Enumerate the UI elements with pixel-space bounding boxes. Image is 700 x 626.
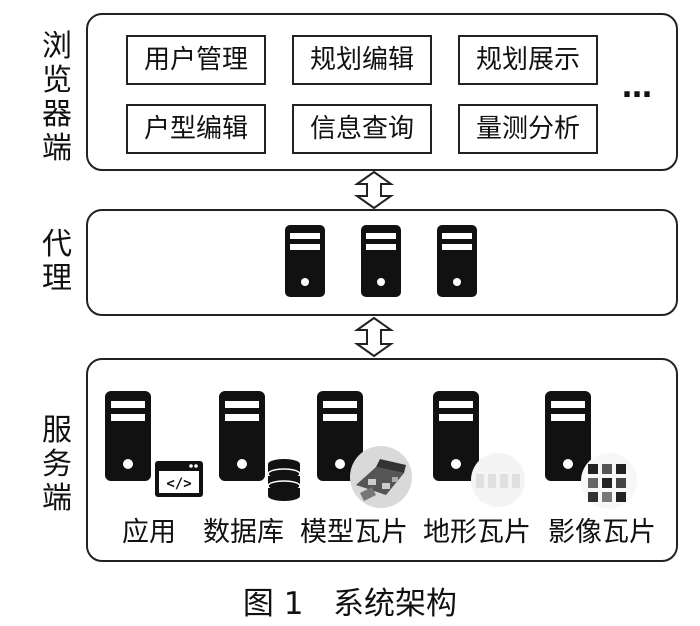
3d-model-thumbnail-icon (350, 446, 412, 508)
server-icon (219, 391, 265, 481)
server-icon (433, 391, 479, 481)
browser-tier-label: 浏 览 器 端 (42, 29, 72, 166)
server-icon (317, 391, 363, 481)
figure-caption: 图 1 系统架构 (242, 586, 458, 622)
service-label-imagery-tiles: 影像瓦片 (548, 517, 656, 548)
imagery-tile-thumbnail-icon (581, 453, 637, 509)
more-functions-ellipsis: … (622, 70, 654, 105)
server-icon (545, 391, 591, 481)
function-user-management: 用户管理 (126, 35, 266, 85)
server-icon (437, 225, 477, 297)
bidirectional-arrow-icon (353, 170, 395, 210)
bidirectional-arrow-icon (353, 316, 395, 358)
svg-text:</>: </> (166, 476, 191, 492)
function-unit-edit: 户型编辑 (126, 104, 266, 154)
function-plan-display: 规划展示 (458, 35, 598, 85)
server-icon (361, 225, 401, 297)
server-icon (285, 225, 325, 297)
service-label-database: 数据库 (203, 517, 284, 548)
service-label-model-tiles: 模型瓦片 (300, 517, 408, 548)
code-window-icon: </> (155, 461, 203, 497)
function-info-query: 信息查询 (292, 104, 432, 154)
service-label-application: 应用 (122, 517, 176, 548)
database-icon (267, 459, 301, 501)
server-icon (105, 391, 151, 481)
terrain-tile-thumbnail-icon (471, 453, 525, 507)
function-measure-analysis: 量测分析 (458, 104, 598, 154)
proxy-tier-label: 代 理 (42, 227, 72, 296)
server-tier-label: 服 务 端 (42, 413, 72, 516)
service-label-terrain-tiles: 地形瓦片 (423, 517, 531, 548)
function-plan-edit: 规划编辑 (292, 35, 432, 85)
